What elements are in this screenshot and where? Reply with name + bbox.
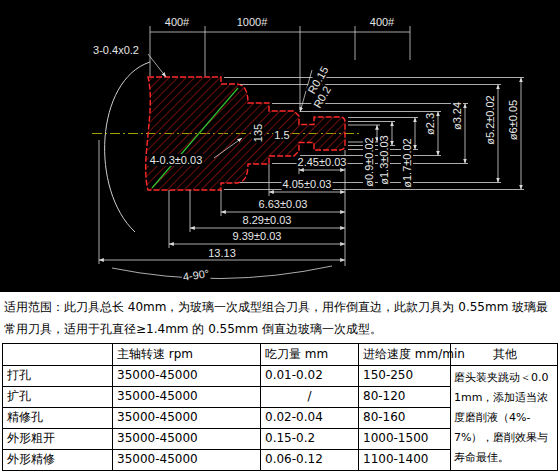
table-cell: 1000-1500 [363, 428, 446, 449]
table-cell: 0.01-0.02 [265, 365, 354, 386]
dimension-label: ø1.7±0.02 [401, 137, 413, 188]
dimension-label: 4-90° [181, 267, 211, 283]
dimension-label: ø1.3±0.03 [378, 134, 390, 185]
table-cell: 0.06-0.12 [265, 449, 354, 470]
dimension-label: 9.39±0.03 [232, 230, 283, 242]
dimension-label: ø2.3 [424, 112, 436, 136]
table-cell: 1100-1400 [363, 449, 446, 470]
table-cell: 35000-45000 [117, 386, 256, 407]
table-cell: 0.15-0.2 [265, 428, 354, 449]
table-header: 进给速度 mm/min [363, 343, 446, 365]
dimension-label: 1.5 [273, 129, 290, 141]
dimension-label: ø0.9±0.02 [363, 136, 375, 187]
table-cell: 0.02-0.04 [265, 407, 354, 428]
dimension-label: 13.13 [207, 247, 237, 259]
table-cell: / [265, 386, 354, 407]
dimension-label: ø3.24 [451, 101, 463, 131]
table-cell: 打孔 [7, 365, 108, 386]
table-cell: 35000-45000 [117, 407, 256, 428]
leader-lines [148, 54, 312, 158]
table-cell: 外形精修 [7, 449, 108, 470]
note-text: 适用范围：此刀具总长 40mm，为玻璃一次成型组合刀具，用作倒直边，此款刀具为 … [4, 296, 556, 340]
table-cell: 35000-45000 [117, 428, 256, 449]
dimension-label: 6.63±0.03 [258, 198, 309, 210]
table-cell: 扩孔 [7, 386, 108, 407]
table-cell: 80-120 [363, 386, 446, 407]
table-cell: 150-250 [363, 365, 446, 386]
dimension-label: 135 [252, 123, 264, 143]
table-header: 其他 [455, 343, 554, 365]
dimension-label: 400# [369, 16, 395, 28]
diameter-dimensions [224, 78, 524, 190]
dimension-label: 3-0.4x0.2 [92, 44, 140, 56]
section-line [152, 88, 238, 188]
table-header: 吃刀量 mm [265, 343, 354, 365]
table-cell: 精修孔 [7, 407, 108, 428]
table-cell: 35000-45000 [117, 365, 256, 386]
dimension-label: 8.29±0.03 [242, 214, 293, 226]
dimension-label: 400# [164, 16, 190, 28]
table-cell: 80-160 [363, 407, 446, 428]
dimension-label: ø6±0.05 [507, 99, 519, 141]
dimension-label: ø5.2±0.02 [484, 94, 496, 145]
dimension-label: 4-0.3±0.03 [149, 154, 204, 166]
table-grid [2, 343, 558, 471]
break-curve [105, 62, 150, 232]
dimension-label: 4.05±0.03 [282, 178, 333, 190]
cad-background [0, 0, 560, 292]
table-header: 主轴转速 rpm [117, 343, 256, 365]
table-cell: 磨头装夹跳动＜0.01mm，添加适当浓度磨削液（4%-7%），磨削效果与寿命最佳… [454, 366, 555, 469]
dimension-label: 2.45±0.03 [297, 156, 348, 168]
table-cell: 35000-45000 [117, 449, 256, 470]
grit-dimension [150, 26, 410, 110]
dimension-label: 1000# [236, 16, 269, 28]
table-cell: 外形粗开 [7, 428, 108, 449]
